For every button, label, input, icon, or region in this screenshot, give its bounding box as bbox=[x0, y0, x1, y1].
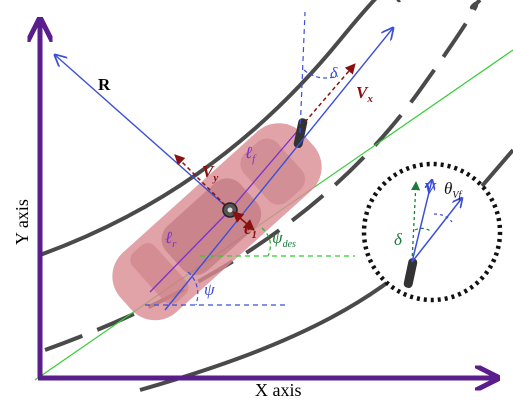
inset-slip-label: θVf bbox=[444, 179, 462, 201]
vy-label: Vy bbox=[202, 162, 218, 184]
front-wheel bbox=[293, 118, 308, 148]
x-axis-label: X axis bbox=[255, 380, 302, 400]
inset-wheel-heading bbox=[411, 198, 462, 263]
vx-vector bbox=[304, 63, 356, 123]
lateral-error-label: e1 bbox=[244, 219, 257, 241]
lateral-error-arrow bbox=[232, 211, 255, 231]
desired-heading-arc bbox=[261, 227, 272, 257]
inset-steer-reference bbox=[411, 181, 421, 263]
inset-velocity-label: V bbox=[424, 179, 437, 198]
steer-angle-label: δ bbox=[330, 65, 338, 82]
wheel-inset: V θVf δ bbox=[361, 161, 503, 303]
heading-label: ψ bbox=[204, 280, 215, 299]
wheel-velocity-vector bbox=[164, 28, 393, 311]
inset-slip-arc bbox=[433, 213, 453, 223]
desired-heading-label: ψdes bbox=[272, 228, 296, 250]
coordinate-axes bbox=[38, 22, 495, 378]
rear-length-label: ℓr bbox=[165, 228, 177, 250]
inset-steer-label: δ bbox=[394, 230, 403, 249]
body-axis bbox=[149, 127, 301, 293]
inset-velocity-vector bbox=[411, 180, 432, 263]
inset-wheel bbox=[403, 258, 418, 288]
vy-vector bbox=[174, 154, 231, 211]
steer-angle-arc bbox=[303, 69, 339, 79]
y-axis-label: Y axis bbox=[12, 199, 32, 245]
front-length-label: ℓf bbox=[245, 143, 257, 165]
road-outer-edge bbox=[39, 0, 401, 257]
heading-arc bbox=[187, 271, 199, 306]
steer-reference-line bbox=[299, 11, 306, 134]
resultant-vector bbox=[55, 55, 231, 211]
inset-steer-arc bbox=[414, 227, 433, 233]
vx-label: Vx bbox=[356, 83, 373, 105]
resultant-label: R bbox=[98, 75, 111, 94]
